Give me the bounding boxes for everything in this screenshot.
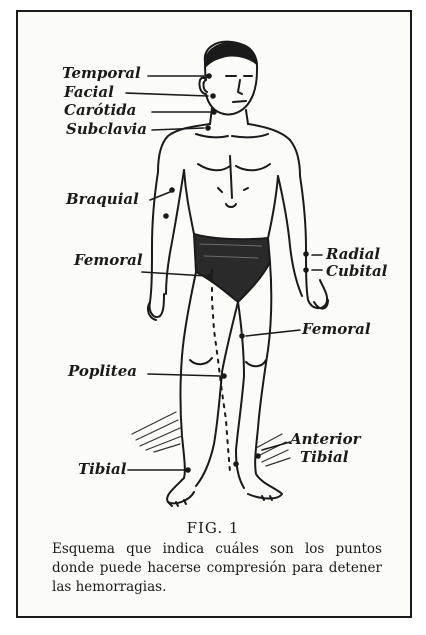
- label-temporal: Temporal: [62, 66, 141, 81]
- label-radial: Radial: [326, 247, 380, 262]
- label-braquial: Braquial: [66, 192, 139, 207]
- label-anterior: Anterior: [290, 432, 361, 447]
- label-femoral-right: Femoral: [302, 322, 371, 337]
- label-tibial: Tibial: [78, 462, 126, 477]
- figure-caption: Esquema que indica cuáles son los puntos…: [52, 540, 382, 597]
- label-subclavia: Subclavia: [66, 122, 147, 137]
- label-facial: Facial: [64, 85, 114, 100]
- label-poplitea: Poplitea: [68, 364, 137, 379]
- label-femoral-left: Femoral: [74, 253, 143, 268]
- label-tibial-anterior: Tibial: [300, 450, 348, 465]
- briefs: [194, 234, 270, 302]
- figure-label: FIG. 1: [0, 519, 426, 537]
- label-cubital: Cubital: [326, 264, 387, 279]
- label-carotida: Carótida: [64, 103, 136, 118]
